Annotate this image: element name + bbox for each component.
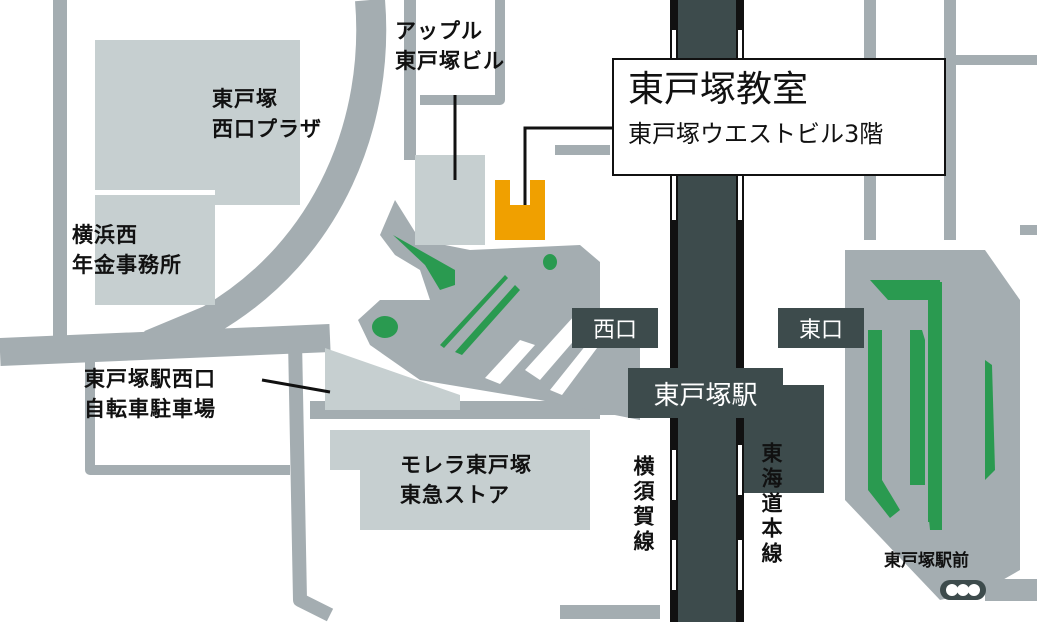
- label-line: 東戸塚: [212, 87, 278, 111]
- callout-title: 東戸塚教室: [628, 69, 809, 110]
- building-bike-parking: [325, 348, 460, 410]
- rotary-green-islands: [372, 235, 557, 355]
- building-pension: [95, 195, 215, 305]
- station-label: 東戸塚駅: [628, 368, 783, 418]
- label-line: 東戸塚ビル: [395, 49, 505, 73]
- road-small: [85, 352, 290, 475]
- morera-label: モレラ東戸塚 東急ストア: [400, 450, 532, 510]
- target-building: [495, 180, 545, 240]
- railway-tracks: [670, 0, 744, 622]
- buildings: [95, 40, 590, 530]
- bus-stop-icon: [940, 580, 986, 600]
- road-curve: [144, 0, 387, 359]
- building-apple: [415, 155, 485, 245]
- label-line: モレラ東戸塚: [400, 453, 532, 477]
- tokaido-line-label: 東海道本線: [759, 442, 783, 567]
- label-line: 横浜西: [72, 223, 138, 247]
- classroom-callout: 東戸塚教室 東戸塚ウエストビル3階: [612, 58, 946, 176]
- building-plaza: [95, 40, 300, 205]
- label-line: 東急ストア: [400, 483, 510, 507]
- east-exit-label: 東口: [778, 308, 864, 348]
- label-line: 西口プラザ: [212, 117, 322, 141]
- callout-subtitle: 東戸塚ウエストビル3階: [628, 120, 884, 148]
- pension-office-label: 横浜西 年金事務所: [72, 220, 182, 280]
- label-line: アップル: [395, 19, 483, 43]
- label-line: 自転車駐車場: [84, 397, 216, 421]
- building-morera: [330, 430, 590, 530]
- label-line: 年金事務所: [72, 253, 182, 277]
- west-exit-label: 西口: [572, 308, 658, 348]
- yokosuka-line-label: 横須賀線: [631, 455, 655, 555]
- label-line: 東戸塚駅西口: [84, 367, 216, 391]
- bike-parking-label: 東戸塚駅西口 自転車駐車場: [84, 364, 216, 424]
- bus-stop-label: 東戸塚駅前: [884, 551, 969, 571]
- terminal-green-islands: [868, 280, 995, 530]
- leader-lines: [261, 95, 612, 394]
- road-south: [288, 339, 334, 622]
- road-north2: [420, 0, 505, 105]
- plaza-label: 東戸塚 西口プラザ: [212, 84, 322, 144]
- apple-building-label: アップル 東戸塚ビル: [395, 16, 505, 76]
